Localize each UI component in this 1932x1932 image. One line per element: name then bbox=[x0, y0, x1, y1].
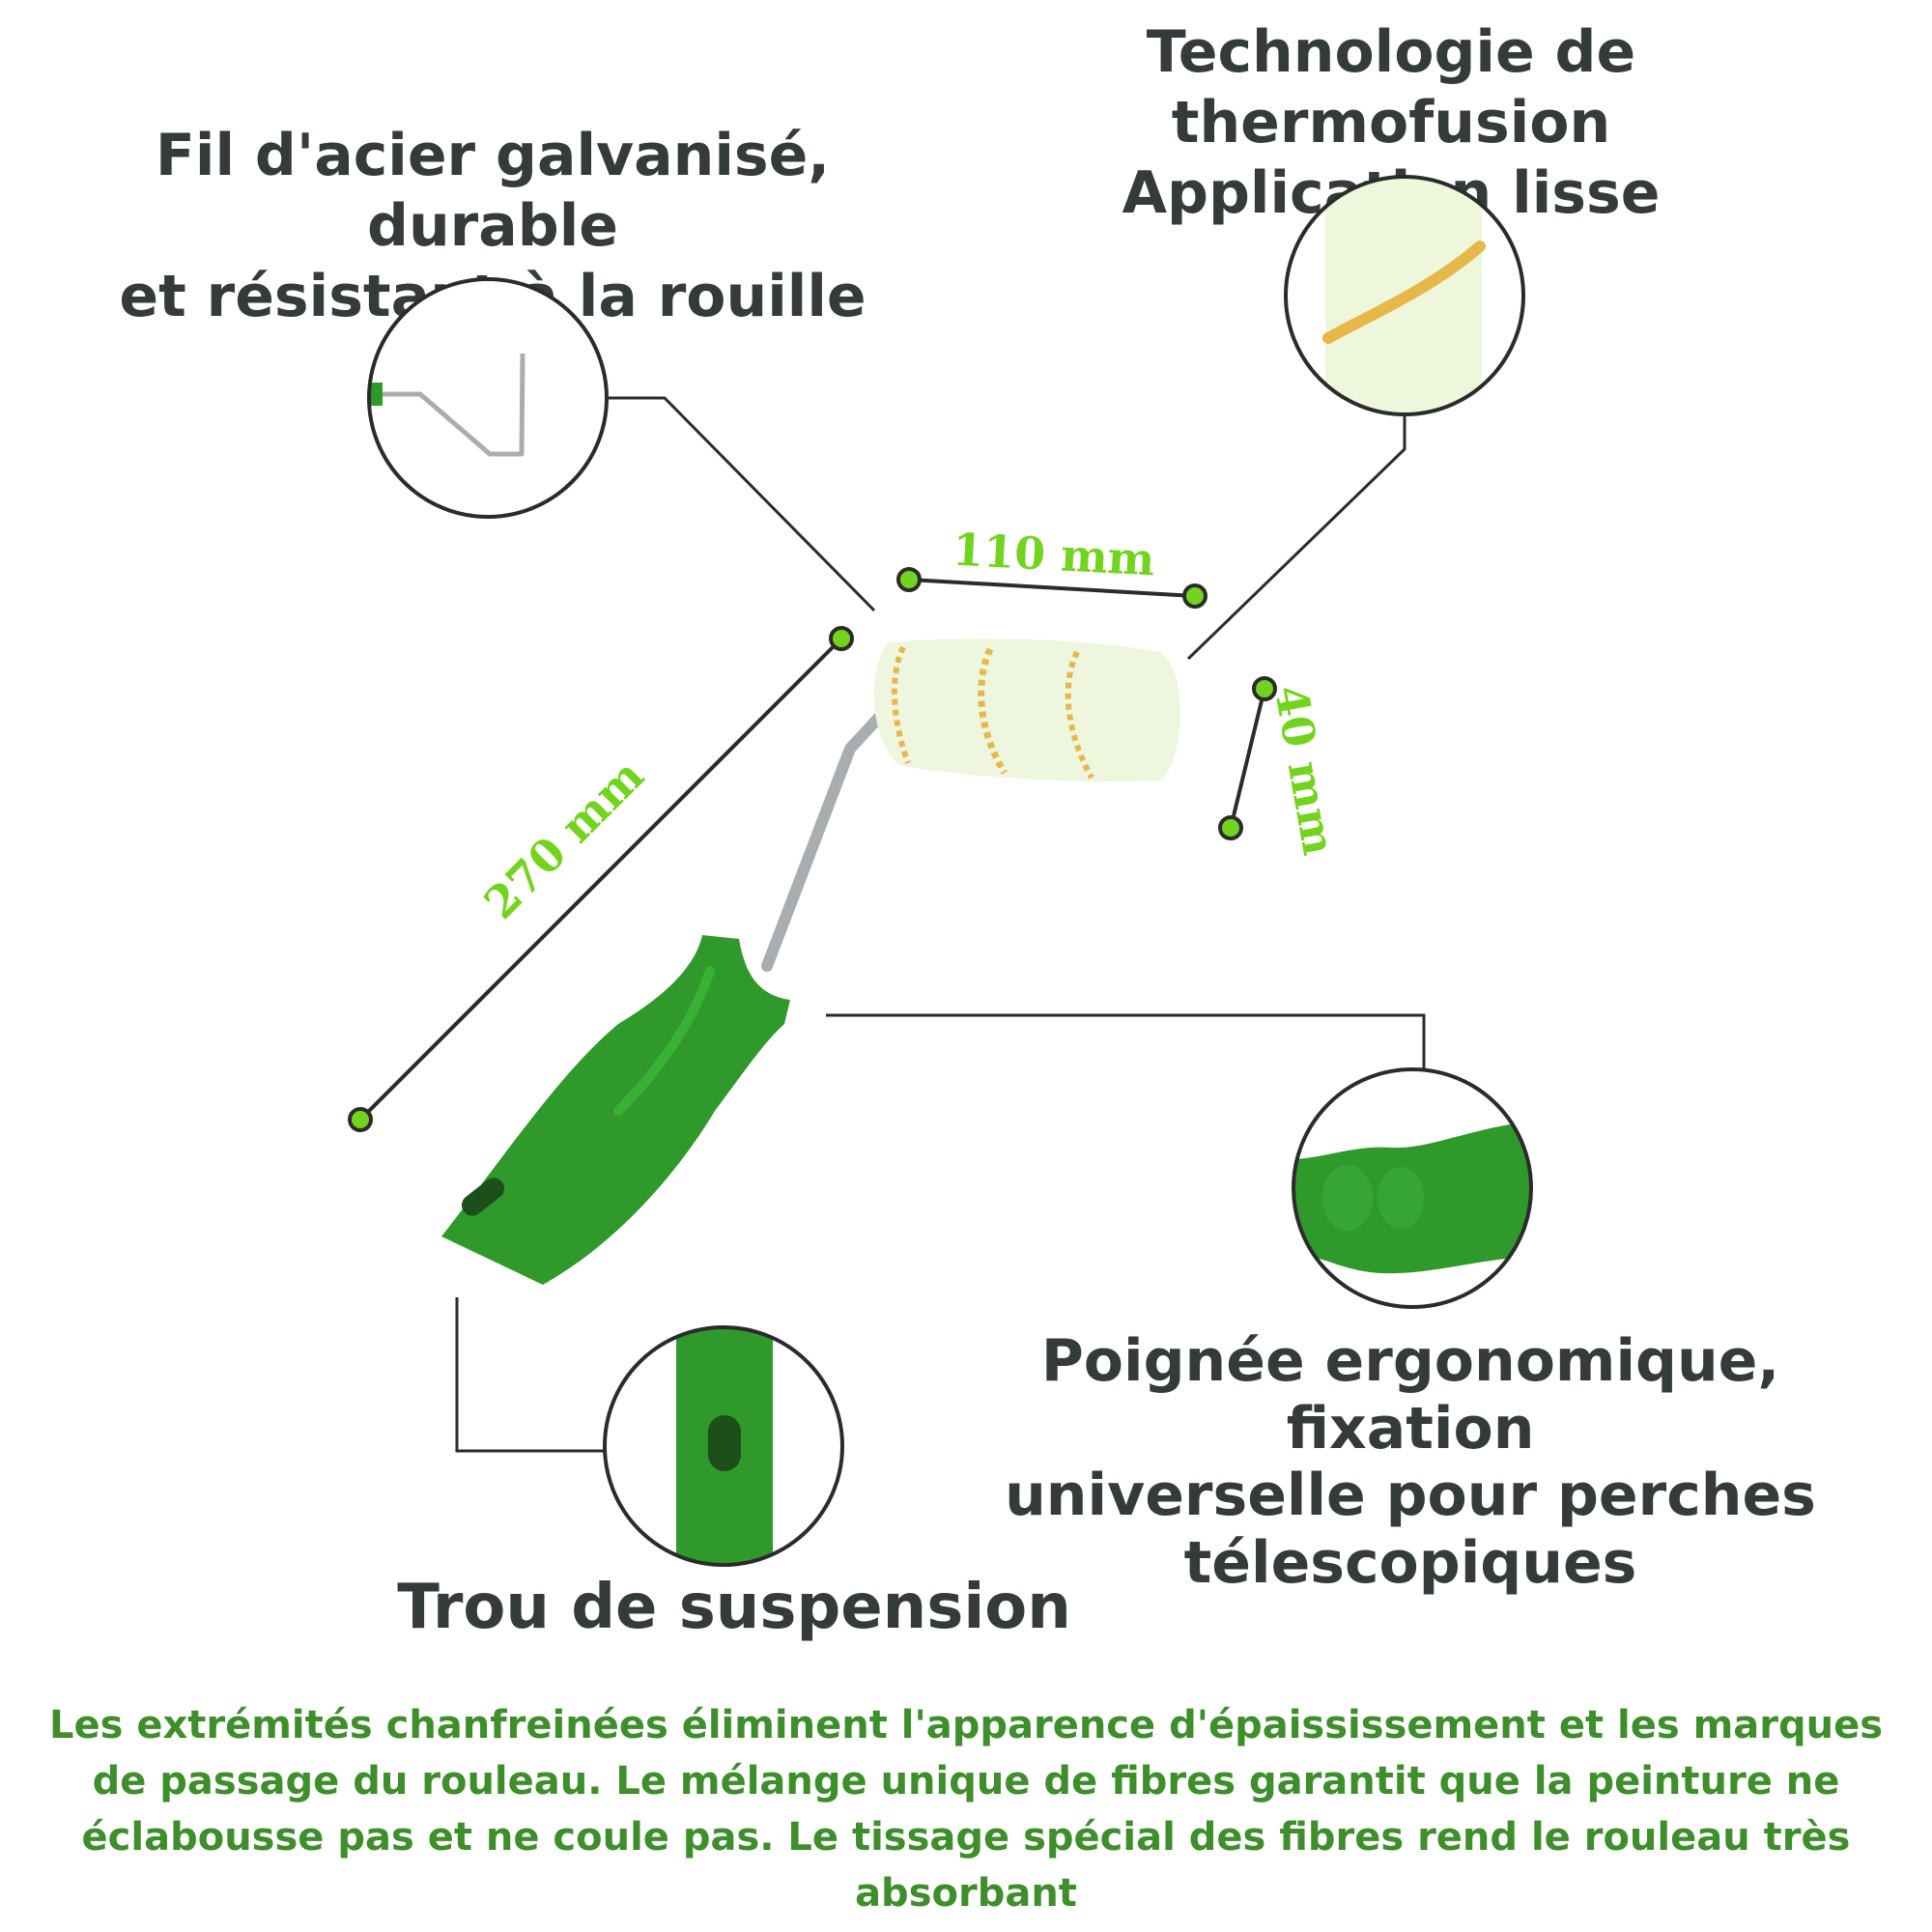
handle-feature-label: Poignée ergonomique, fixation universell… bbox=[918, 1327, 1903, 1597]
handle-feature-line-2: universelle pour perches bbox=[1005, 1462, 1816, 1530]
fabric-detail-circle bbox=[1284, 175, 1525, 416]
product-description: Les extrémités chanfreinées éliminent l'… bbox=[48, 1703, 1884, 1916]
roller-frame-wire bbox=[761, 704, 892, 972]
hole-detail-circle bbox=[603, 1325, 844, 1567]
width-dimension: 110 mm bbox=[896, 524, 1208, 609]
diameter-dimension-label: 40 mm bbox=[1264, 681, 1346, 859]
wire-rod-icon bbox=[379, 353, 526, 457]
length-dimension-label: 270 mm bbox=[474, 750, 654, 929]
wire-leader-line bbox=[607, 396, 876, 612]
handle-leader-line bbox=[826, 1013, 1426, 1069]
hole-feature-label: Trou de suspension bbox=[386, 1570, 1082, 1645]
hole-leader-line bbox=[455, 1297, 605, 1453]
diameter-dimension: 40 mm bbox=[1218, 676, 1346, 859]
grip-detail-circle bbox=[1292, 1067, 1533, 1309]
wire-detail-circle bbox=[367, 277, 609, 519]
sleeve-stripe-1 bbox=[891, 645, 911, 765]
hanging-hole-icon bbox=[708, 1415, 741, 1471]
fusion-leader-line bbox=[1186, 414, 1406, 661]
handle-feature-line-3: télescopiques bbox=[1183, 1528, 1637, 1597]
handle-feature-line-1: Poignée ergonomique, fixation bbox=[1040, 1327, 1780, 1463]
hole-feature-line-1: Trou de suspension bbox=[397, 1572, 1071, 1643]
fusion-feature-line-1: Technologie de thermofusion bbox=[1146, 18, 1636, 157]
wire-feature-label: Fil d'acier galvanisé, durable et résist… bbox=[39, 121, 947, 333]
wire-grip-stub bbox=[369, 383, 383, 406]
fabric-yellow-stripe bbox=[1322, 241, 1486, 344]
width-dimension-label: 110 mm bbox=[952, 524, 1156, 586]
sleeve-stripe-2 bbox=[978, 647, 1008, 775]
wire-feature-line-1: Fil d'acier galvanisé, durable bbox=[155, 122, 831, 261]
roller-sleeve bbox=[873, 639, 1180, 782]
handle-highlight bbox=[613, 966, 715, 1116]
handle-hanging-hole bbox=[461, 1178, 505, 1216]
sleeve-stripe-3 bbox=[1065, 650, 1094, 780]
paint-roller bbox=[441, 639, 1180, 1285]
